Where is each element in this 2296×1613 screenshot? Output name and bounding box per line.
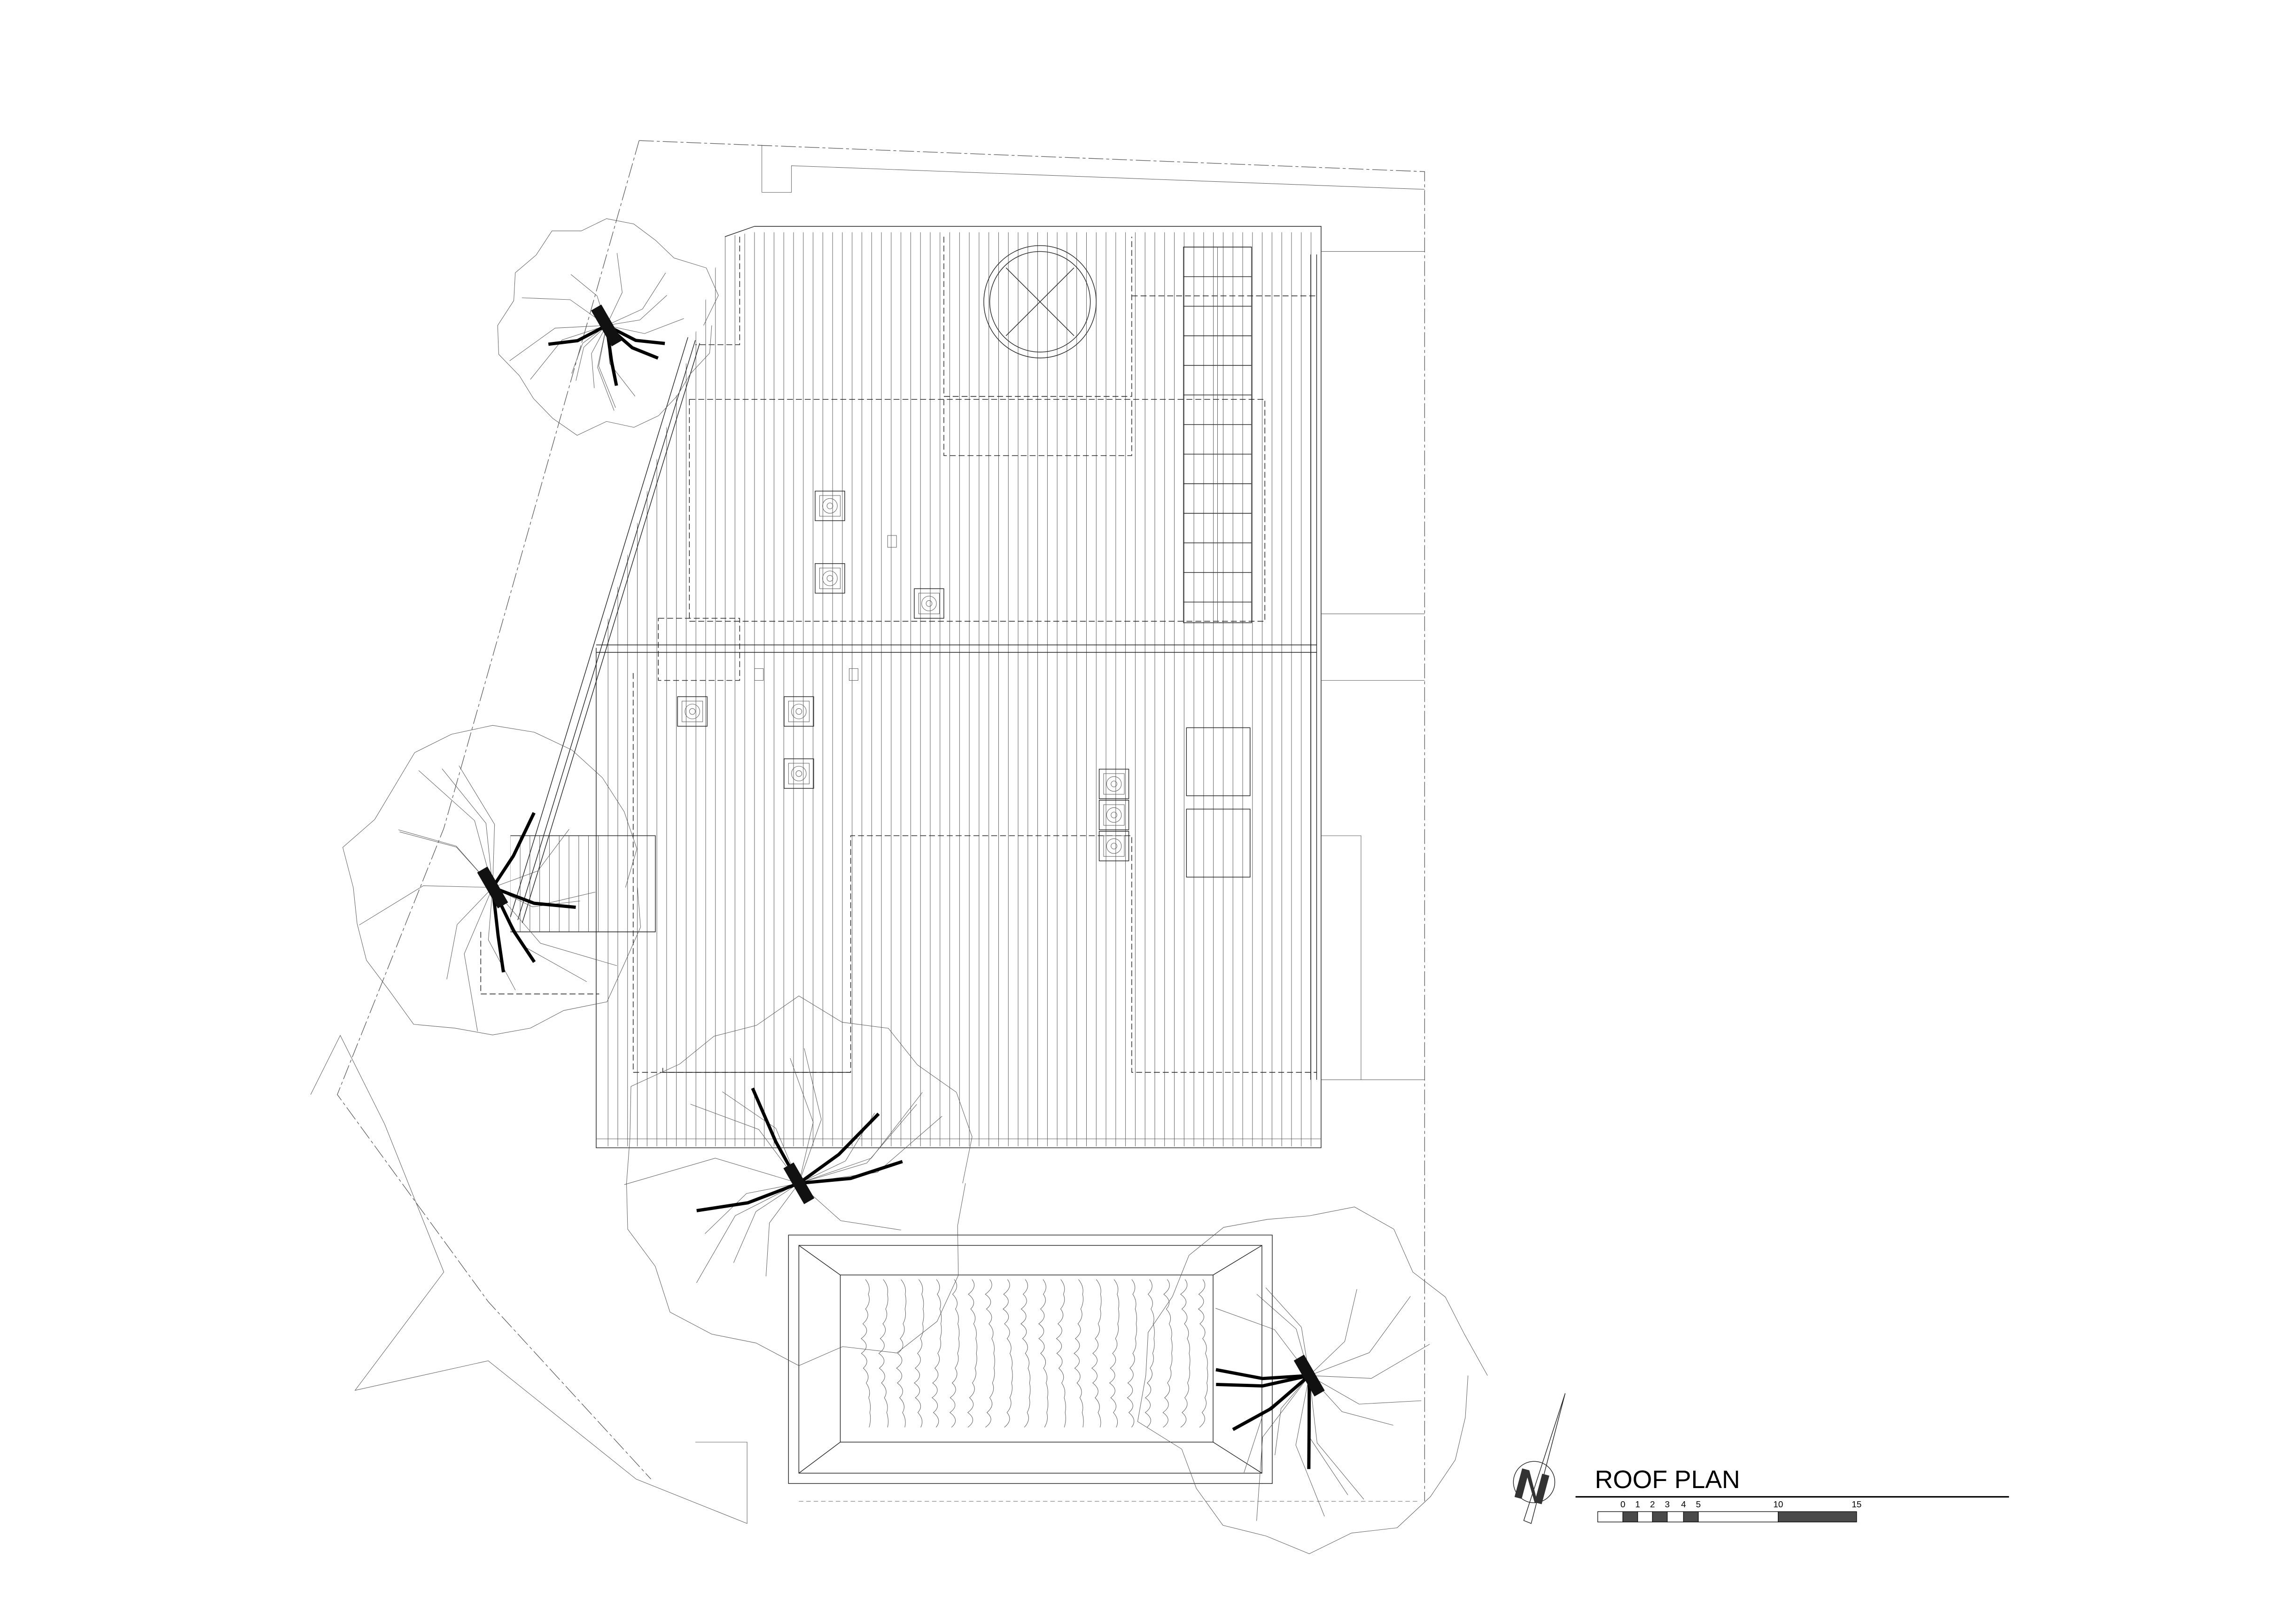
- roof: [480, 226, 1322, 1148]
- solar-panel: [1186, 727, 1251, 796]
- vent-icon: [1098, 831, 1129, 861]
- drain-icon: [887, 535, 897, 548]
- scale-segment: [1683, 1511, 1699, 1522]
- scale-segment: [1652, 1511, 1668, 1522]
- solar-panel-array: [1183, 247, 1252, 878]
- tree-icon: [1137, 1207, 1488, 1554]
- scale-label: 15: [1852, 1500, 1861, 1510]
- drain-icon: [754, 668, 764, 681]
- scale-segment: [1622, 1511, 1638, 1522]
- scale-label: 2: [1650, 1500, 1655, 1510]
- solar-panel: [1186, 808, 1251, 878]
- vent-icon: [784, 758, 814, 789]
- north-arrow-icon: [1513, 1393, 1566, 1524]
- vent-icon: [1098, 768, 1129, 799]
- scale-label: 1: [1635, 1500, 1641, 1510]
- tree-icon: [497, 218, 719, 436]
- scale-label: 0: [1620, 1500, 1626, 1510]
- scale-segment: [1637, 1511, 1653, 1522]
- adjacent-building: [1321, 251, 1425, 1080]
- scale-label: 3: [1665, 1500, 1670, 1510]
- vent-icon: [815, 563, 845, 594]
- vent-icon: [677, 696, 708, 727]
- vent-icon: [914, 588, 944, 619]
- vent-icon: [1098, 799, 1129, 830]
- trees: [342, 218, 1488, 1554]
- drain-icon: [848, 668, 858, 681]
- scale-segment: [1597, 1511, 1623, 1522]
- circular-skylight: [983, 245, 1097, 358]
- vent-icon: [784, 696, 814, 727]
- property-boundary: [310, 140, 1425, 1524]
- scale-segment: [1667, 1511, 1684, 1522]
- scale-label: 4: [1681, 1500, 1686, 1510]
- vent-icon: [815, 490, 845, 521]
- scale-segment: [1698, 1511, 1779, 1522]
- scale-label: 5: [1696, 1500, 1701, 1510]
- tree-icon: [624, 995, 973, 1366]
- tree-icon: [342, 725, 641, 1035]
- swimming-pool: [788, 1234, 1273, 1484]
- scale-label: 10: [1773, 1500, 1783, 1510]
- drawing-title: ROOF PLAN: [1595, 1466, 1740, 1494]
- roof-vents: [677, 490, 1129, 861]
- scale-segment: [1778, 1511, 1857, 1522]
